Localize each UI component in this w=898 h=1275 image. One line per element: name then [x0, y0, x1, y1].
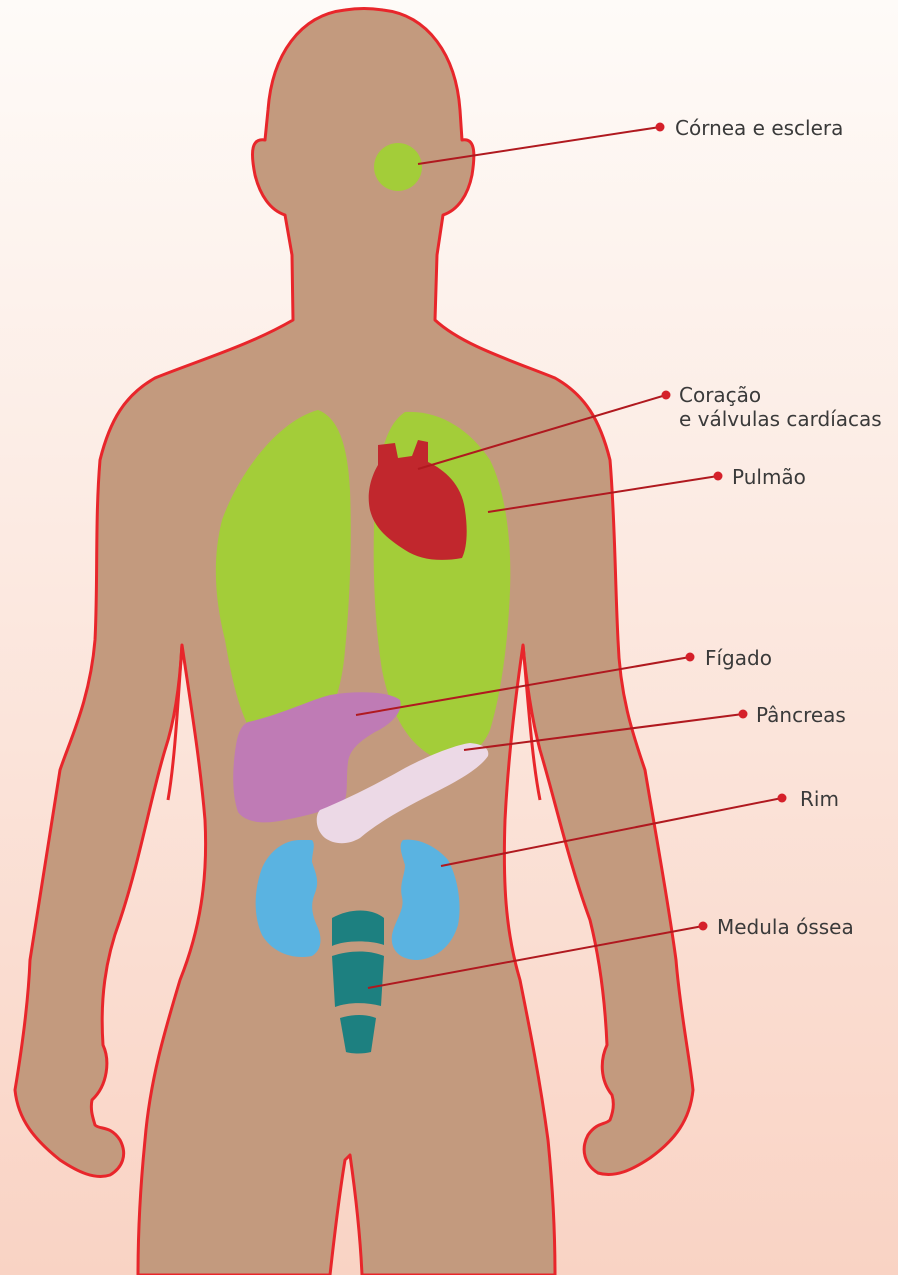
- leader-dot-pancreas: [739, 710, 748, 719]
- label-liver: Fígado: [705, 646, 772, 670]
- leader-dot-heart: [662, 391, 671, 400]
- spine-vertebra-3: [340, 1015, 376, 1054]
- leader-dot-kidney: [778, 794, 787, 803]
- eye-organ: [374, 143, 422, 191]
- leader-dot-cornea: [656, 123, 665, 132]
- leader-dot-liver: [686, 653, 695, 662]
- spine-vertebra-1: [332, 911, 384, 947]
- leader-dot-lung: [714, 472, 723, 481]
- spine-vertebra-2: [332, 952, 384, 1008]
- label-cornea: Córnea e esclera: [675, 116, 843, 140]
- label-heart-line2: e válvulas cardíacas: [679, 407, 882, 431]
- label-bone-marrow: Medula óssea: [717, 915, 854, 939]
- label-pancreas: Pâncreas: [756, 703, 846, 727]
- label-kidney: Rim: [800, 787, 839, 811]
- leader-dot-bone-marrow: [699, 922, 708, 931]
- label-lung: Pulmão: [732, 465, 806, 489]
- label-heart-line1: Coração: [679, 383, 761, 407]
